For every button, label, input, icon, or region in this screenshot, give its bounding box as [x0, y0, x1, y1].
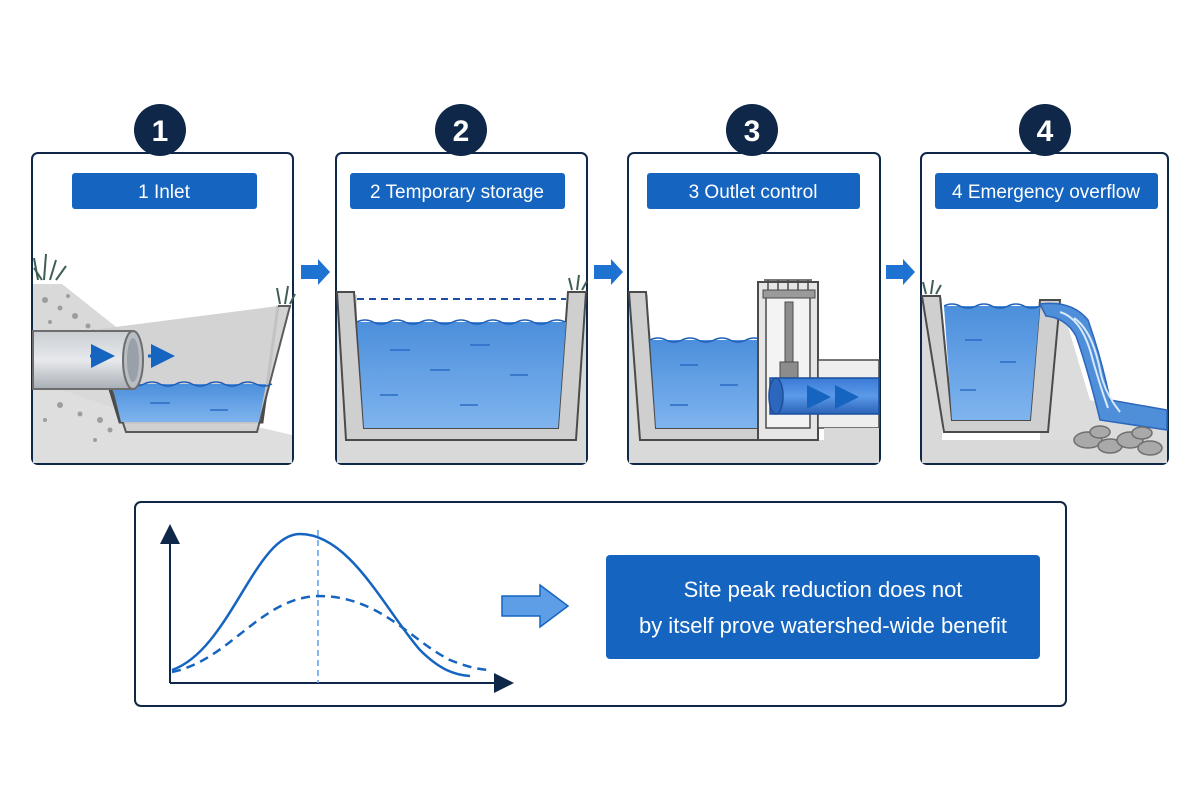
- grass-icon: [922, 279, 942, 295]
- step-label: 1 Inlet: [138, 182, 190, 203]
- right-arrow-icon: [886, 259, 915, 285]
- conclusion-line-2: by itself prove watershed-wide benefit: [639, 613, 1007, 638]
- step-label-box: [647, 173, 860, 209]
- step-number-badge: [134, 104, 186, 156]
- right-arrow-icon: [501, 583, 570, 629]
- step-number-badge: [435, 104, 487, 156]
- step-number: 3: [744, 115, 761, 148]
- step-label-box: [350, 173, 565, 209]
- right-arrow-icon: [594, 259, 623, 285]
- conclusion-line-1: Site peak reduction does not: [684, 577, 963, 602]
- step-label: 4 Emergency overflow: [952, 182, 1140, 203]
- step-2-panel: 2 2 Temporary storage: [335, 104, 588, 465]
- rock-pile: [1073, 425, 1163, 456]
- step-number-badge: [1019, 104, 1071, 156]
- step-3-panel: 3 3 Outlet control: [627, 104, 881, 465]
- step-number-badge: [726, 104, 778, 156]
- step-label: 3 Outlet control: [689, 182, 818, 203]
- step-label-box: [72, 173, 257, 209]
- hydrograph-panel: Site peak reduction does not by itself p…: [134, 501, 1067, 707]
- grass-icon: [33, 253, 296, 305]
- step-number: 1: [152, 115, 169, 148]
- step-label-box: [935, 173, 1158, 209]
- conclusion-callout: [606, 555, 1040, 659]
- inflow-hydrograph-curve: [171, 532, 471, 678]
- step-label: 2 Temporary storage: [370, 182, 544, 203]
- outflow-hydrograph-curve: [171, 594, 493, 674]
- right-arrow-icon: [301, 259, 330, 285]
- step-4-panel: 4 4 Emergency overflow: [920, 104, 1169, 465]
- step-1-panel: 1 1 Inlet: [31, 104, 296, 465]
- step-number: 2: [453, 115, 470, 148]
- grass-icon: [568, 274, 588, 291]
- step-number: 4: [1037, 115, 1054, 148]
